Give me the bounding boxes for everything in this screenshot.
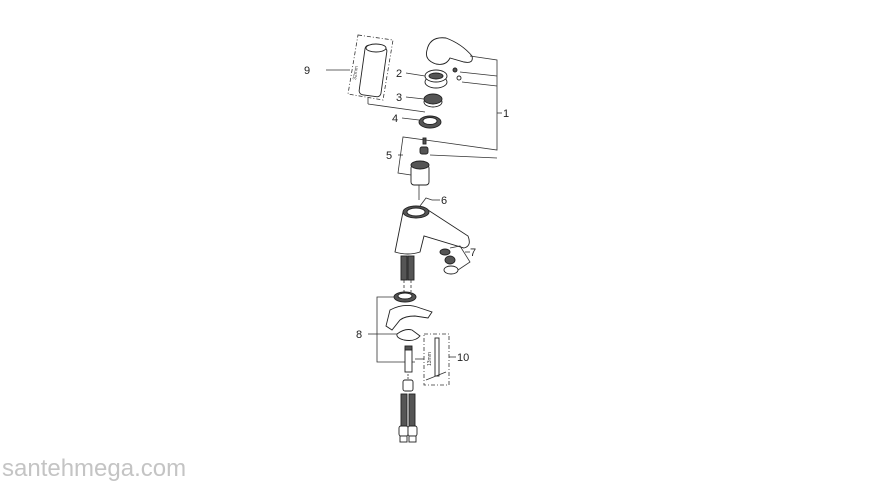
part-8-mounting-set: 8 bbox=[356, 291, 433, 392]
part-2-cap: 2 bbox=[396, 68, 448, 89]
label-3: 3 bbox=[396, 92, 402, 104]
label-10: 10 bbox=[457, 352, 469, 364]
label-5: 5 bbox=[386, 150, 392, 162]
watermark: santehmega.com bbox=[2, 455, 187, 482]
label-1: 1 bbox=[503, 108, 509, 120]
label-2: 2 bbox=[396, 68, 402, 80]
part-4-ring: 4 bbox=[392, 113, 442, 129]
label-9: 9 bbox=[304, 65, 310, 77]
tool-9-32mm: 32mm 9 bbox=[304, 34, 426, 113]
part-7-aerator: 7 bbox=[439, 245, 476, 275]
lever-handle bbox=[425, 37, 473, 81]
tool-9-size: 32mm bbox=[352, 66, 360, 81]
label-8: 8 bbox=[356, 329, 362, 341]
tool-10-13mm: 13mm 10 bbox=[415, 333, 469, 386]
label-4: 4 bbox=[392, 113, 398, 125]
supply-hoses-upper bbox=[400, 255, 415, 292]
label-7: 7 bbox=[470, 247, 476, 259]
bracket-1: 1 bbox=[429, 55, 509, 159]
supply-hoses-lower bbox=[398, 393, 418, 443]
faucet-body bbox=[394, 205, 470, 255]
tool-10-size: 13mm bbox=[427, 352, 433, 366]
label-6: 6 bbox=[441, 195, 447, 207]
part-5-cartridge: 5 bbox=[386, 136, 441, 200]
part-3-nut: 3 bbox=[396, 92, 443, 108]
part-6-screw: 6 bbox=[419, 195, 447, 207]
